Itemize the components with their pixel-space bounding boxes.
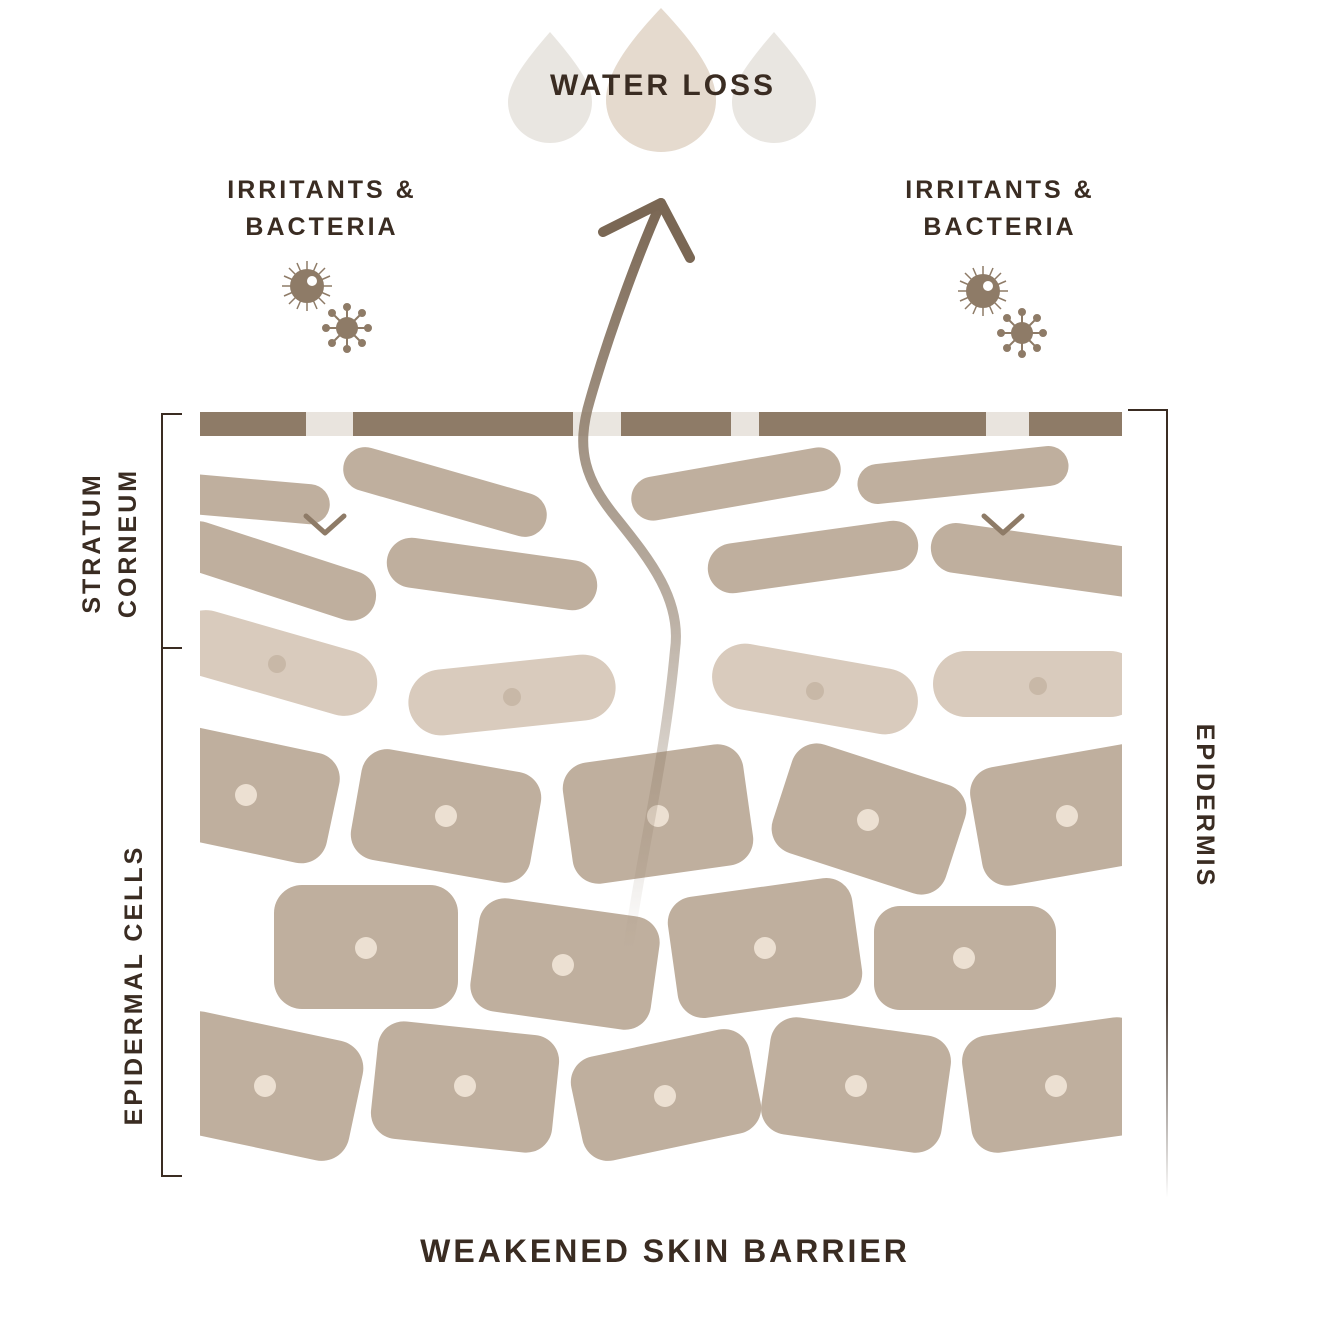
stratum-corneum-bracket xyxy=(161,413,182,649)
bacteria-icon-right-large xyxy=(958,266,1008,316)
irritant-arrowhead-right-icon xyxy=(981,513,1025,536)
irritants-right-label-line1: IRRITANTS & xyxy=(905,176,1094,204)
water-loss-arrow-icon xyxy=(578,198,681,955)
epidermis-bracket xyxy=(1128,409,1168,1198)
barrier-strip xyxy=(200,412,1122,436)
stratum-corneum-cells xyxy=(200,446,1122,736)
bacteria-icon-right-small xyxy=(997,308,1047,358)
epidermis-label: EPIDERMIS xyxy=(1191,724,1219,889)
bacteria-icon-left-small xyxy=(322,303,372,353)
stratum-corneum-label-line2: CORNEUM xyxy=(114,468,142,618)
epidermal-cells-bracket xyxy=(161,648,182,1177)
water-loss-arrowhead-icon xyxy=(598,198,695,263)
transition-cells xyxy=(200,610,1122,736)
irritants-left-label-line1: IRRITANTS & xyxy=(227,176,416,204)
diagram-caption: WEAKENED SKIN BARRIER xyxy=(420,1233,910,1269)
epidermal-cells xyxy=(200,724,1122,1161)
water-drops-icon xyxy=(508,8,816,152)
stratum-corneum-label-line1: STRATUM xyxy=(78,472,106,613)
irritant-arrowhead-left-icon xyxy=(303,513,347,536)
bacteria-icon-left-large xyxy=(282,261,332,311)
epidermal-cells-label: EPIDERMAL CELLS xyxy=(120,845,148,1126)
irritants-left-label-line2: BACTERIA xyxy=(245,213,398,241)
water-loss-label: WATER LOSS xyxy=(550,69,776,102)
irritants-right-label-line2: BACTERIA xyxy=(923,213,1076,241)
